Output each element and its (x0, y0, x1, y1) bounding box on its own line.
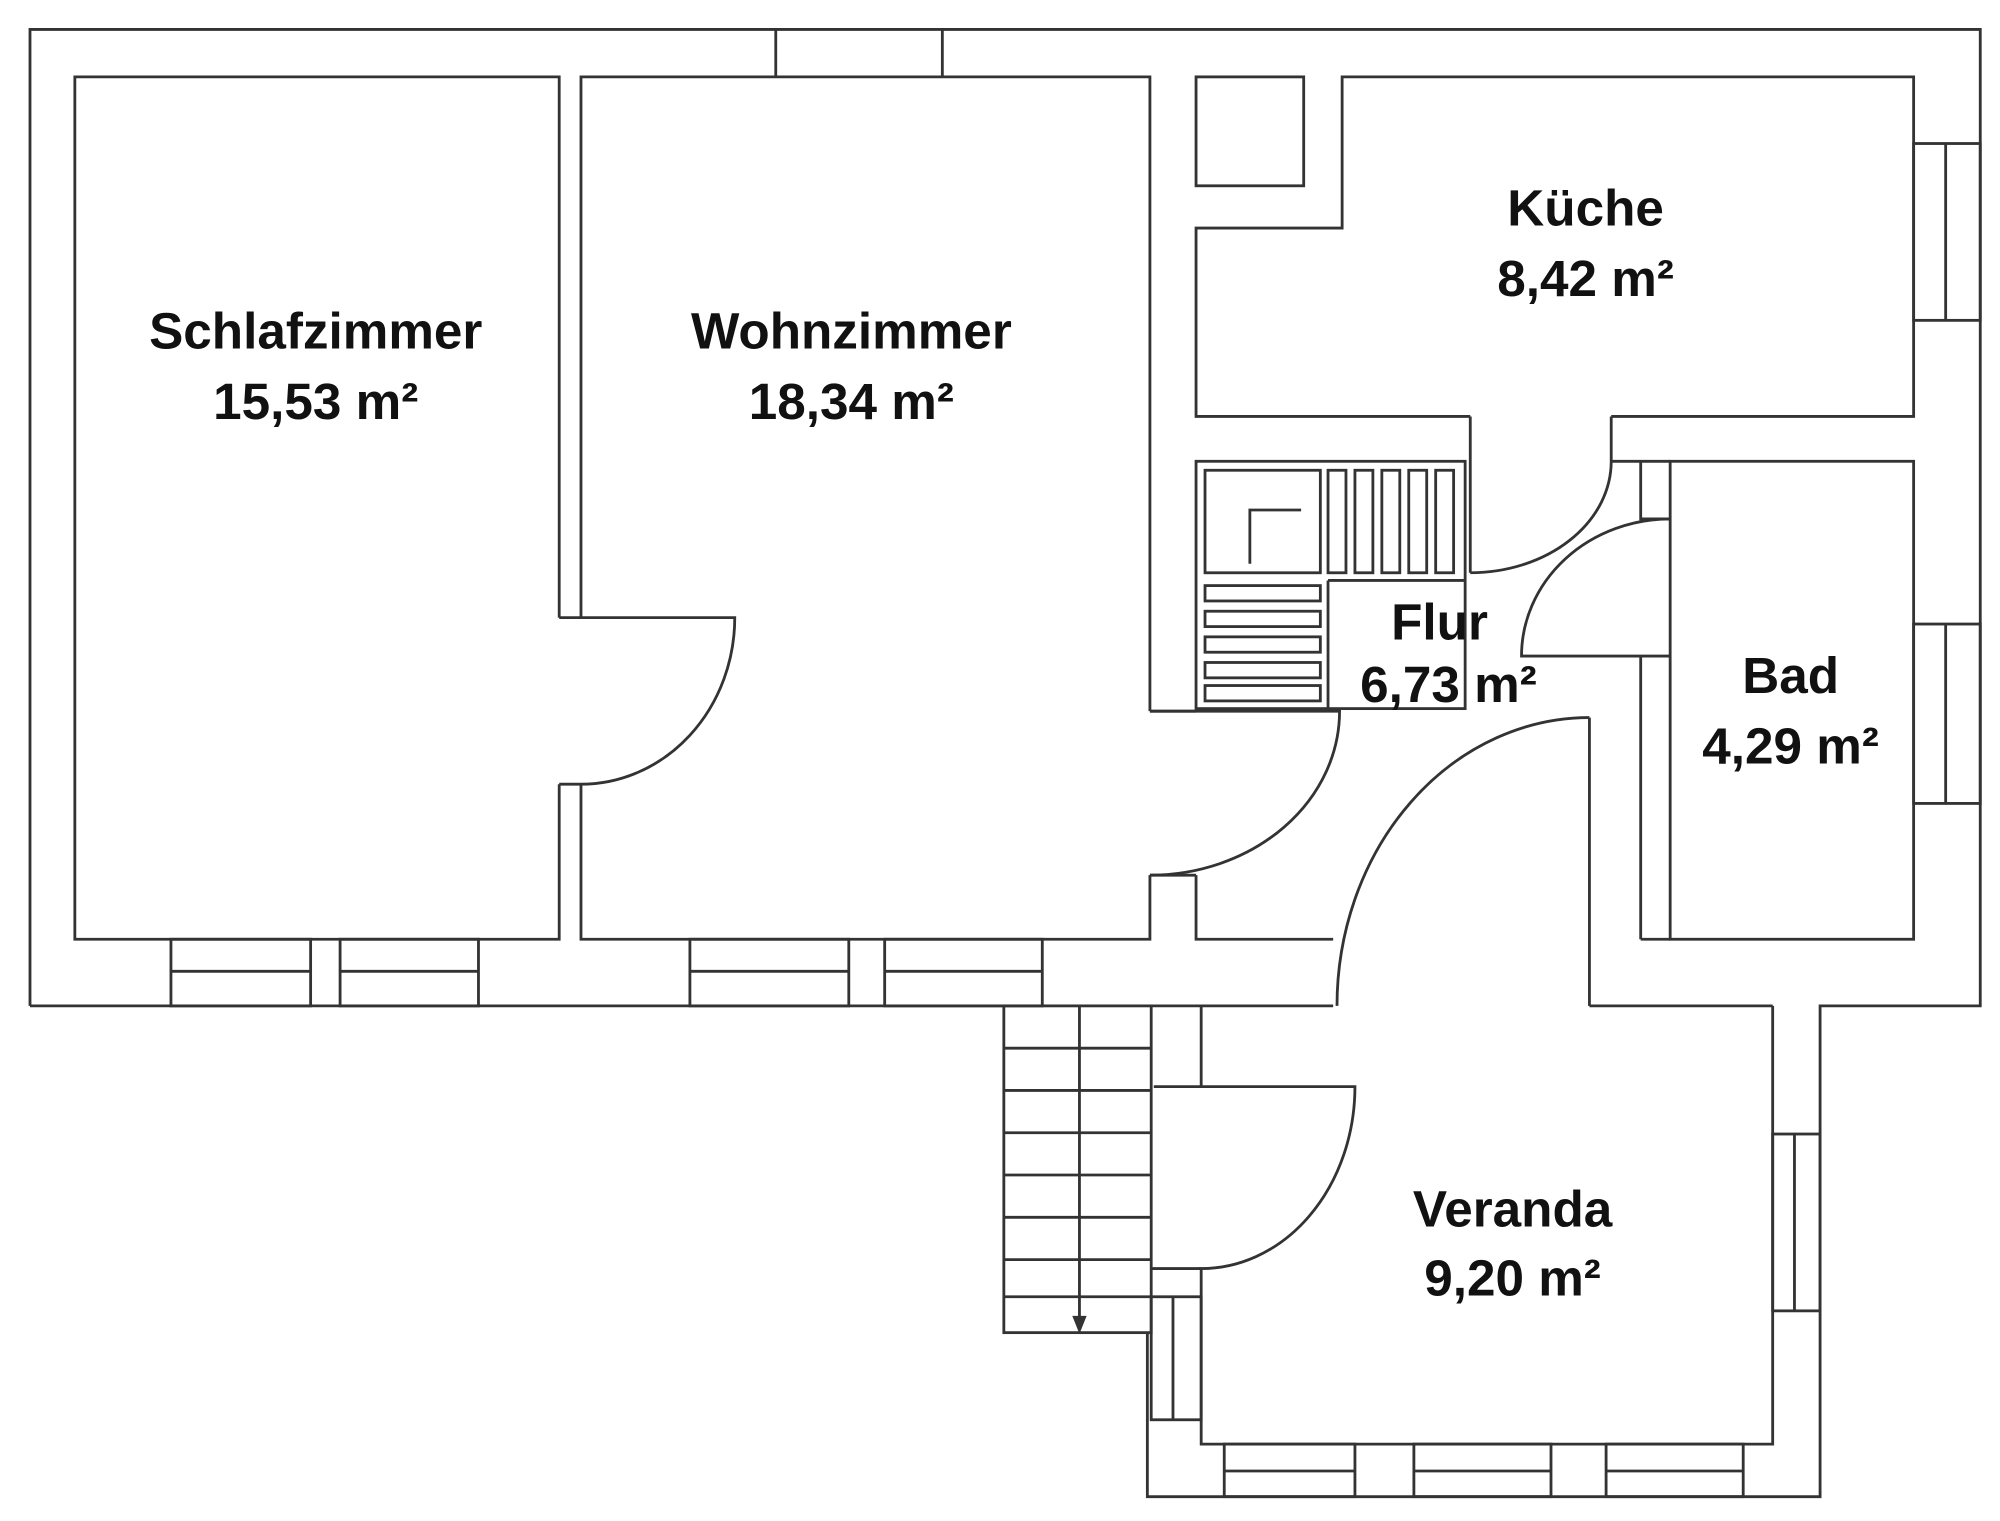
room-kueche (1194, 75, 1982, 575)
door-veranda-flur (1335, 716, 1590, 1006)
window-veranda-right (1771, 1132, 1822, 1313)
window-veranda-left (1149, 1295, 1203, 1422)
room-bad (1611, 459, 1982, 941)
room-area-kueche: 8,42 m² (1497, 250, 1674, 307)
room-label-veranda: Veranda (1413, 1180, 1613, 1237)
room-flur (1194, 461, 1671, 1006)
room-wohnzimmer (579, 75, 1341, 941)
interior-stairs (1194, 459, 1467, 711)
windows-bottom (169, 937, 1044, 1008)
room-schlafzimmer (73, 75, 737, 941)
chimney (1194, 75, 1306, 188)
room-label-schlafzimmer: Schlafzimmer (149, 303, 482, 360)
room-label-flur: Flur (1391, 593, 1488, 650)
exterior-stairs (1002, 1004, 1153, 1335)
room-label-kueche: Küche (1507, 180, 1664, 237)
door-kueche (1470, 416, 1613, 575)
room-area-bad: 4,29 m² (1702, 718, 1879, 775)
room-label-bad: Bad (1742, 647, 1839, 704)
room-area-wohnzimmer: 18,34 m² (749, 373, 954, 430)
room-label-wohnzimmer: Wohnzimmer (691, 303, 1012, 360)
door-bad (1520, 517, 1671, 658)
room-area-flur: 6,73 m² (1360, 656, 1537, 713)
room-area-schlafzimmer: 15,53 m² (213, 373, 418, 430)
door-veranda (1153, 1085, 1357, 1270)
door-wohnzimmer (1149, 709, 1341, 877)
room-area-veranda: 9,20 m² (1424, 1249, 1601, 1306)
room-veranda (1149, 1005, 1822, 1499)
window-top (774, 29, 944, 77)
